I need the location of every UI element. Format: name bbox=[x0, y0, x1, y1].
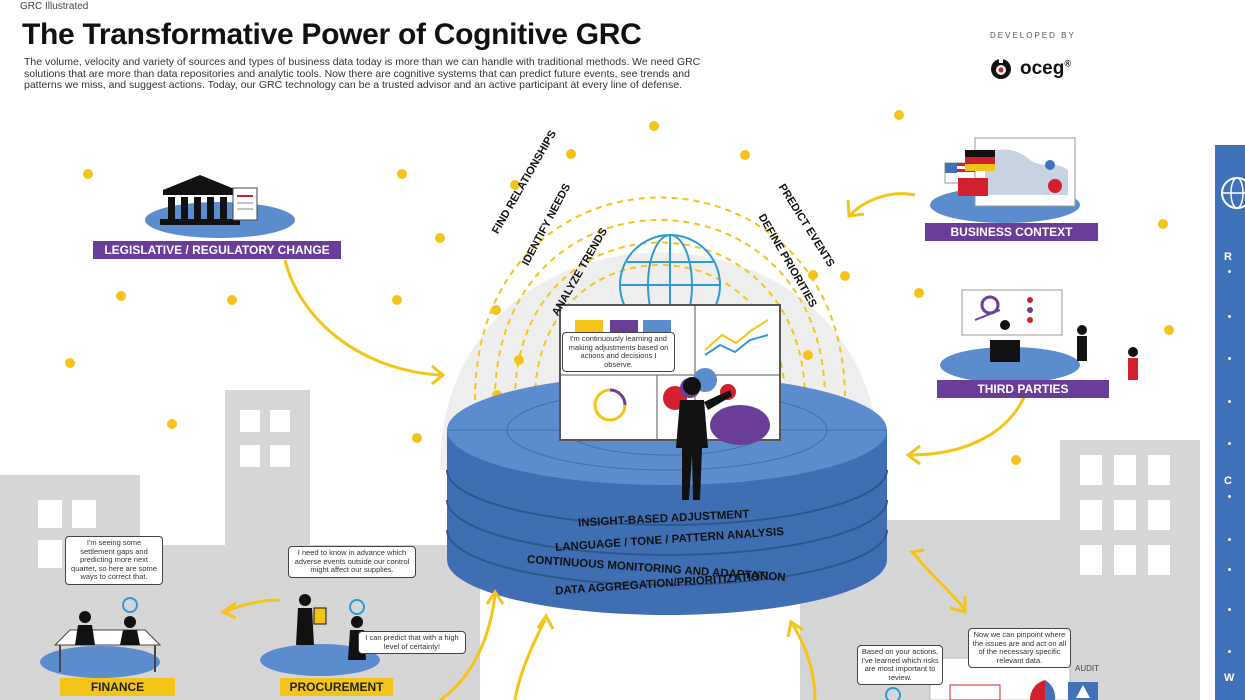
audit-left-bubble: Based on your actions, I've learned whic… bbox=[857, 645, 943, 685]
sidebar-bullet bbox=[1228, 400, 1231, 403]
sidebar-bullet bbox=[1228, 650, 1231, 653]
developed-by-label: DEVELOPED BY bbox=[990, 31, 1076, 40]
screen-speech-bubble: I'm continuously learning and making adj… bbox=[562, 332, 675, 372]
procurement-label: PROCUREMENT bbox=[280, 678, 393, 696]
sidebar-bullet bbox=[1228, 442, 1231, 445]
oceg-logo-text: oceg® bbox=[1020, 58, 1071, 79]
page-title: The Transformative Power of Cognitive GR… bbox=[22, 18, 642, 51]
audit-label: AUDIT bbox=[1075, 664, 1099, 673]
procurement-speech-bubble: I need to know in advance which adverse … bbox=[288, 546, 416, 578]
globe-icon bbox=[1221, 177, 1245, 209]
sidebar-bullet bbox=[1228, 270, 1231, 273]
sidebar-bullet bbox=[1228, 357, 1231, 360]
sidebar-bullet bbox=[1228, 538, 1231, 541]
oceg-logo-icon bbox=[991, 58, 1011, 79]
sidebar-section-letter-c: C bbox=[1224, 475, 1232, 487]
sidebar-section-letter-w: W bbox=[1224, 672, 1235, 684]
procurement-reply-bubble: I can predict that with a high level of … bbox=[358, 631, 466, 654]
oceg-logo[interactable]: oceg® bbox=[990, 58, 1071, 80]
business-context-label: BUSINESS CONTEXT bbox=[925, 223, 1098, 241]
audit-right-bubble: Now we can pinpoint where the issues are… bbox=[968, 628, 1071, 668]
sidebar-bullet bbox=[1228, 495, 1231, 498]
flow-arrows bbox=[219, 192, 1027, 700]
business-context-icon bbox=[930, 137, 1080, 223]
kicker-text: GRC Illustrated bbox=[20, 1, 89, 12]
third-parties-label: THIRD PARTIES bbox=[937, 380, 1109, 398]
person-at-dashboard bbox=[676, 377, 732, 500]
third-parties-icon bbox=[940, 289, 1138, 383]
legislative-icon bbox=[145, 175, 295, 238]
finance-speech-bubble: I'm seeing some settlement gaps and pred… bbox=[65, 536, 163, 585]
right-sidebar-panel: R C W bbox=[1215, 145, 1245, 700]
sidebar-bullet bbox=[1228, 608, 1231, 611]
finance-label: FINANCE bbox=[60, 678, 175, 696]
sidebar-bullet bbox=[1228, 568, 1231, 571]
dashboard-screen bbox=[559, 304, 781, 445]
sidebar-bullet bbox=[1228, 315, 1231, 318]
finance-icon bbox=[40, 597, 162, 678]
sidebar-section-letter-r: R bbox=[1224, 251, 1232, 263]
legislative-label: LEGISLATIVE / REGULATORY CHANGE bbox=[93, 241, 341, 259]
intro-paragraph: The volume, velocity and variety of sour… bbox=[24, 56, 701, 92]
